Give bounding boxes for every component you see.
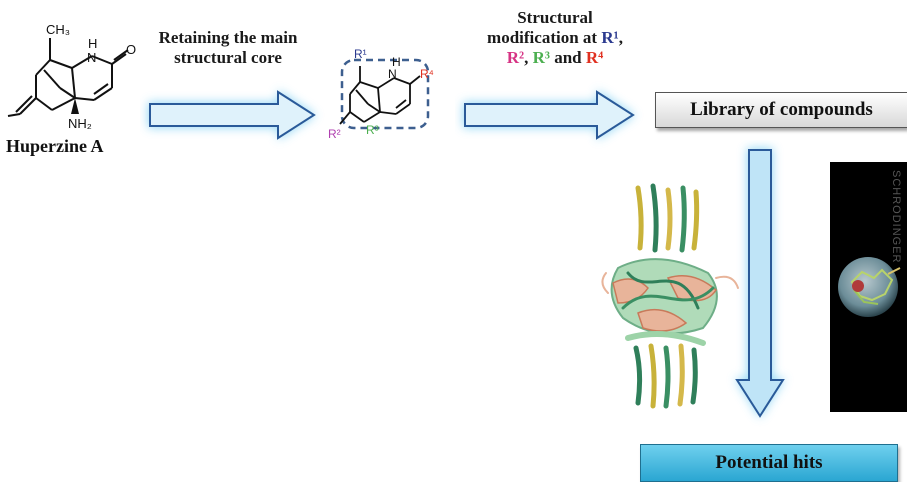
potential-hits-label: Potential hits	[715, 452, 823, 473]
library-box: Library of compounds	[655, 92, 907, 128]
oxygen-label: O	[126, 42, 136, 57]
step2-and: and	[549, 48, 586, 67]
step2-sep1: ,	[618, 28, 623, 47]
nh-h-label: H	[88, 36, 97, 51]
step2-r1: R¹	[601, 28, 619, 47]
step1-line1: Retaining the main	[158, 28, 298, 47]
arrow-retain-core	[148, 90, 316, 140]
scaffold-r2: R²	[328, 127, 341, 141]
ch3-label: CH₃	[46, 22, 70, 37]
step2-r3: R³	[532, 48, 550, 67]
nh-n-label: N	[87, 50, 96, 65]
protein-structure-image	[601, 183, 739, 409]
scaffold-structure: R¹ R² R³ R⁴ H N	[328, 47, 434, 141]
docking-ligand-view	[838, 257, 901, 317]
step1-label: Retaining the main structural core	[148, 28, 308, 68]
huperzine-name: Huperzine A	[6, 136, 104, 156]
step2-label: Structural modification at R¹, R², R³ an…	[455, 8, 655, 68]
huperzine-a-structure: CH₃ H N O NH₂	[7, 22, 136, 131]
step2-r4: R⁴	[585, 48, 604, 67]
step2-prefix: modification at	[487, 28, 602, 47]
step2-sep2: ,	[524, 48, 533, 67]
arrow-screening	[735, 148, 785, 418]
scaffold-r1: R¹	[354, 47, 367, 61]
nh2-label: NH₂	[68, 116, 92, 131]
docking-panel: SCHRODINGER	[830, 162, 907, 412]
step2-line3: R², R³ and R⁴	[455, 48, 655, 68]
scaffold-r4: R⁴	[420, 67, 434, 81]
arrow-modify	[463, 90, 635, 140]
schrodinger-watermark: SCHRODINGER	[890, 170, 902, 264]
step2-line1: Structural	[517, 8, 593, 27]
scaffold-nh-h: H	[392, 55, 401, 69]
step1-line2: structural core	[174, 48, 282, 67]
step2-line2: modification at R¹,	[455, 28, 655, 48]
library-label: Library of compounds	[690, 99, 873, 120]
scaffold-r3: R³	[366, 123, 379, 137]
potential-hits-box: Potential hits	[640, 444, 898, 482]
scaffold-nh-n: N	[388, 67, 397, 81]
step2-r2: R²	[506, 48, 525, 67]
